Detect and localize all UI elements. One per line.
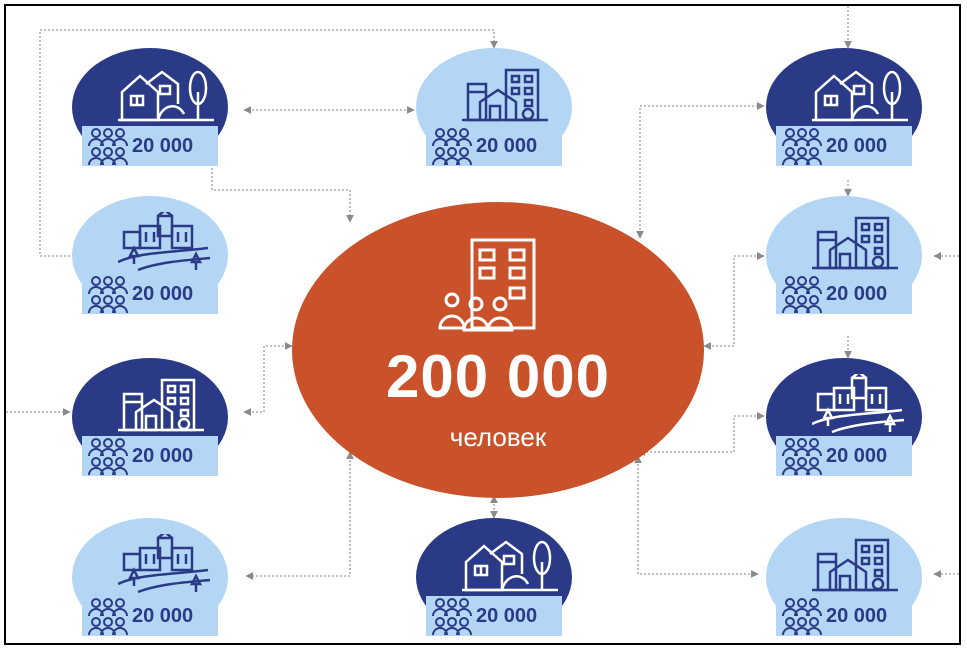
connector: [211, 156, 354, 223]
apartment-buildings-icon: [462, 68, 550, 122]
connector: [634, 455, 759, 578]
people-group-icon: [782, 128, 822, 166]
diagram-frame: 200 000 человек: [4, 4, 961, 645]
people-group-icon: [88, 276, 128, 314]
village-icon: [118, 534, 212, 594]
node-count: 20 000: [132, 444, 194, 467]
house-with-tree-icon: [118, 70, 214, 122]
node-count: 20 000: [132, 604, 194, 627]
people-group-icon: [88, 128, 128, 166]
node-count: 20 000: [826, 282, 888, 305]
total-population: 200 000: [386, 343, 610, 410]
village-icon: [118, 212, 212, 272]
node-count: 20 000: [826, 604, 888, 627]
central-hub: 200 000 человек: [292, 202, 704, 498]
population-box: 20 000: [82, 126, 218, 166]
node-count: 20 000: [132, 134, 194, 157]
population-box: 20 000: [776, 436, 912, 476]
node-count: 20 000: [476, 604, 538, 627]
apartment-buildings-icon: [812, 538, 900, 592]
population-box: 20 000: [426, 596, 562, 636]
connector-lines: [6, 6, 959, 580]
population-node: 20 000: [70, 358, 230, 498]
connector: [243, 342, 293, 416]
house-with-tree-icon: [812, 70, 908, 122]
house-with-tree-icon: [462, 540, 558, 592]
apartment-with-people-icon: [438, 238, 536, 332]
people-group-icon: [782, 438, 822, 476]
population-node: 20 000: [70, 518, 230, 643]
population-box: 20 000: [426, 126, 562, 166]
population-box: 20 000: [82, 436, 218, 476]
population-node: 20 000: [764, 196, 924, 336]
population-box: 20 000: [776, 596, 912, 636]
people-group-icon: [88, 438, 128, 476]
apartment-buildings-icon: [118, 378, 206, 432]
apartment-buildings-icon: [812, 216, 900, 270]
connector: [636, 102, 765, 239]
connector: [703, 252, 765, 350]
people-group-icon: [782, 598, 822, 636]
people-group-icon: [88, 598, 128, 636]
population-node: 20 000: [764, 518, 924, 643]
population-node: 20 000: [70, 196, 230, 336]
population-node: 20 000: [414, 518, 574, 643]
population-box: 20 000: [776, 274, 912, 314]
population-node: 20 000: [764, 358, 924, 498]
node-count: 20 000: [826, 444, 888, 467]
population-node: 20 000: [414, 48, 574, 188]
population-box: 20 000: [82, 274, 218, 314]
node-count: 20 000: [826, 134, 888, 157]
people-group-icon: [432, 598, 472, 636]
population-box: 20 000: [82, 596, 218, 636]
node-count: 20 000: [476, 134, 538, 157]
population-unit: человек: [449, 422, 547, 452]
connector: [637, 412, 765, 456]
people-group-icon: [782, 276, 822, 314]
population-box: 20 000: [776, 126, 912, 166]
population-node: 20 000: [70, 48, 230, 188]
node-count: 20 000: [132, 282, 194, 305]
population-node: 20 000: [764, 48, 924, 188]
people-group-icon: [432, 128, 472, 166]
village-icon: [812, 374, 906, 434]
connector: [245, 451, 354, 580]
connector: [39, 29, 498, 257]
